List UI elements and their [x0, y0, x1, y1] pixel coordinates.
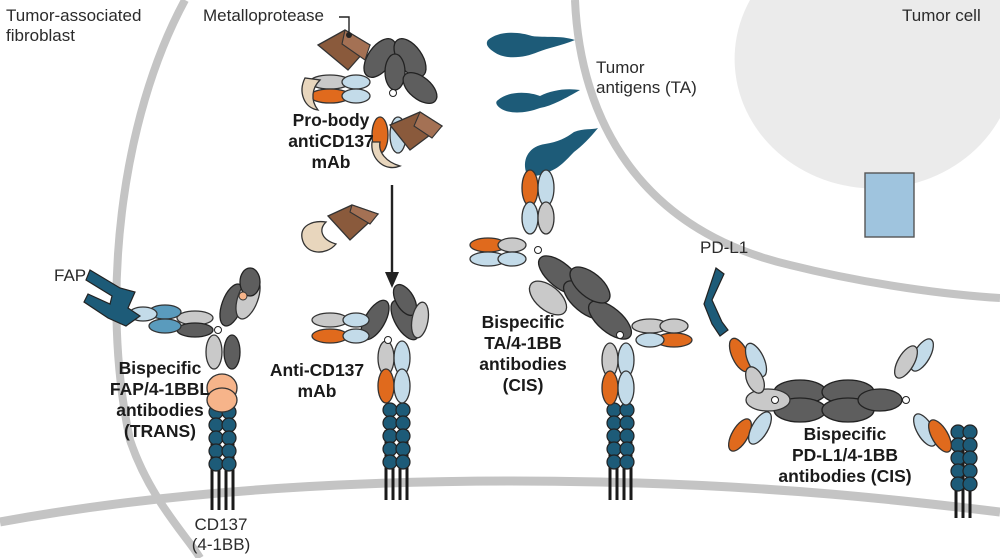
- label-bispecific-ta: Bispecific TA/4-1BB antibodies (CIS): [479, 312, 567, 395]
- label-cd137: CD137 (4-1BB): [191, 515, 251, 554]
- label-bispecific-fap: Bispecific FAP/4-1BBL antibodies (TRANS): [109, 358, 211, 441]
- label-fap: FAP: [54, 266, 87, 285]
- tumor-cell-membrane: [571, 0, 1000, 302]
- label-metalloprotease: Metalloprotease: [203, 6, 324, 25]
- fap-4-1bbl-antibody: [83, 267, 261, 510]
- tumor-antigen-shape-2: [496, 89, 580, 113]
- label-fibroblast: Tumor-associated fibroblast: [6, 6, 142, 45]
- pd-l1-receptor: [703, 267, 729, 337]
- activation-arrow: [385, 185, 399, 288]
- anti-cd137-antibody: [311, 283, 430, 500]
- label-tumor-cell: Tumor cell: [902, 6, 981, 25]
- label-anti-cd137: Anti-CD137 mAb: [269, 360, 365, 401]
- tumor-cell-background-circle: [734, 0, 1000, 189]
- tumor-antigen-shape-1: [486, 32, 575, 58]
- label-bispecific-pdl1: Bispecific PD-L1/4-1BB antibodies (CIS): [778, 424, 912, 486]
- pdl1-4-1bb-antibody: [703, 267, 978, 518]
- label-pro-body: Pro-body antiCD137 mAb: [288, 110, 374, 172]
- cleaved-beige-mask: [301, 220, 338, 253]
- fap-receptor: [83, 269, 142, 327]
- tumor-antigens: [486, 32, 598, 176]
- fibroblast-membrane: [112, 0, 204, 558]
- metalloprotease-pointer: [339, 16, 352, 38]
- ta-4-1bb-antibody: [469, 169, 693, 500]
- probody-antibody: [301, 29, 444, 169]
- label-pd-l1: PD-L1: [700, 238, 749, 257]
- tumor-antigen-shape-bound: [524, 128, 598, 176]
- t-cell-membrane: [0, 476, 1000, 527]
- label-tumor-antigens: Tumor antigens (TA): [596, 58, 697, 97]
- cleaved-fragments: [301, 204, 380, 253]
- tumor-cell-square: [864, 172, 915, 238]
